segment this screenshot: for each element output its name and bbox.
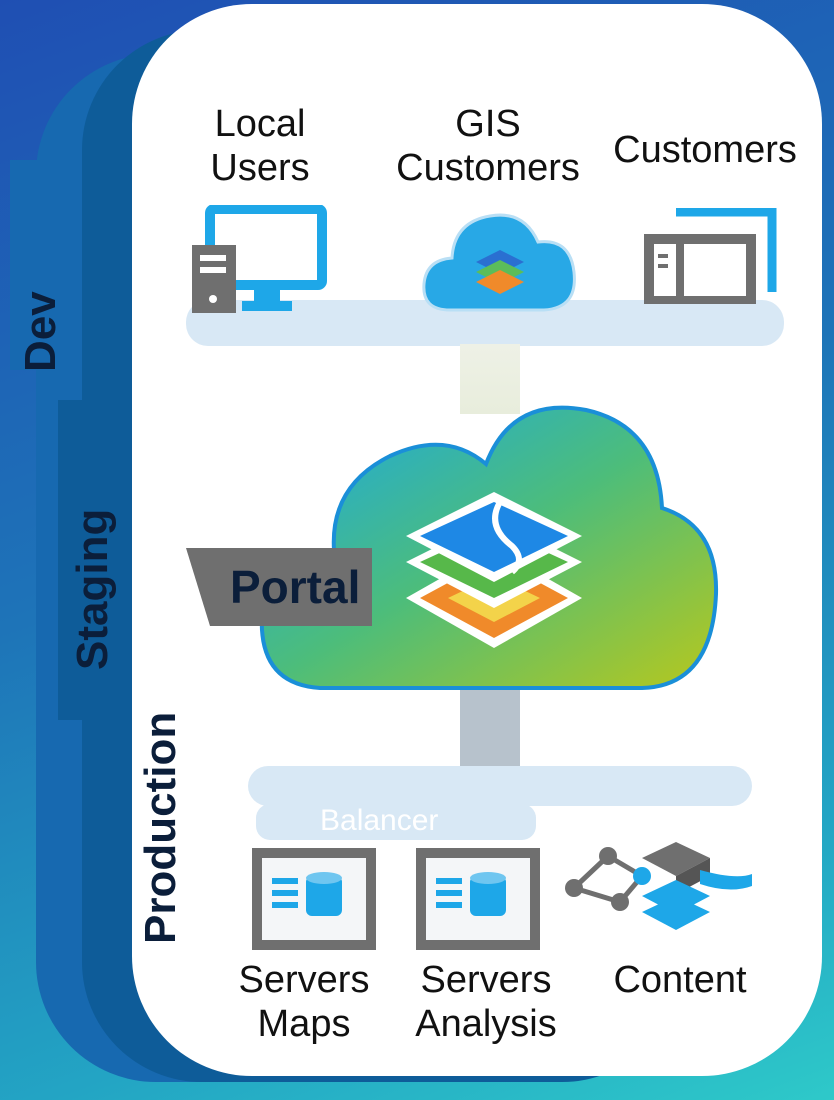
portal-cloud-icon <box>259 405 719 690</box>
server-database-icon <box>272 872 342 916</box>
content-label: Content <box>613 959 747 1001</box>
balancer-label: Balancer <box>320 804 439 837</box>
portal-servers-connector <box>460 690 520 768</box>
staging-tab: Staging <box>58 400 122 720</box>
desktop-computer-icon <box>192 205 327 313</box>
users-portal-connector <box>460 344 520 414</box>
staging-label: Staging <box>68 508 117 670</box>
production-label: Production <box>136 711 185 944</box>
portal-label: Portal <box>230 561 361 613</box>
application-window-icon <box>644 208 777 304</box>
servers-shelf <box>248 766 752 806</box>
server-database-icon <box>436 872 506 916</box>
content-network-icon <box>565 842 752 930</box>
balancer-bar <box>256 804 536 840</box>
portal-label-tag <box>186 548 372 626</box>
customers-label: Customers <box>613 129 797 171</box>
dev-label: Dev <box>16 291 65 372</box>
dev-tab: Dev <box>10 160 65 372</box>
cloud-layers-icon <box>422 213 576 312</box>
